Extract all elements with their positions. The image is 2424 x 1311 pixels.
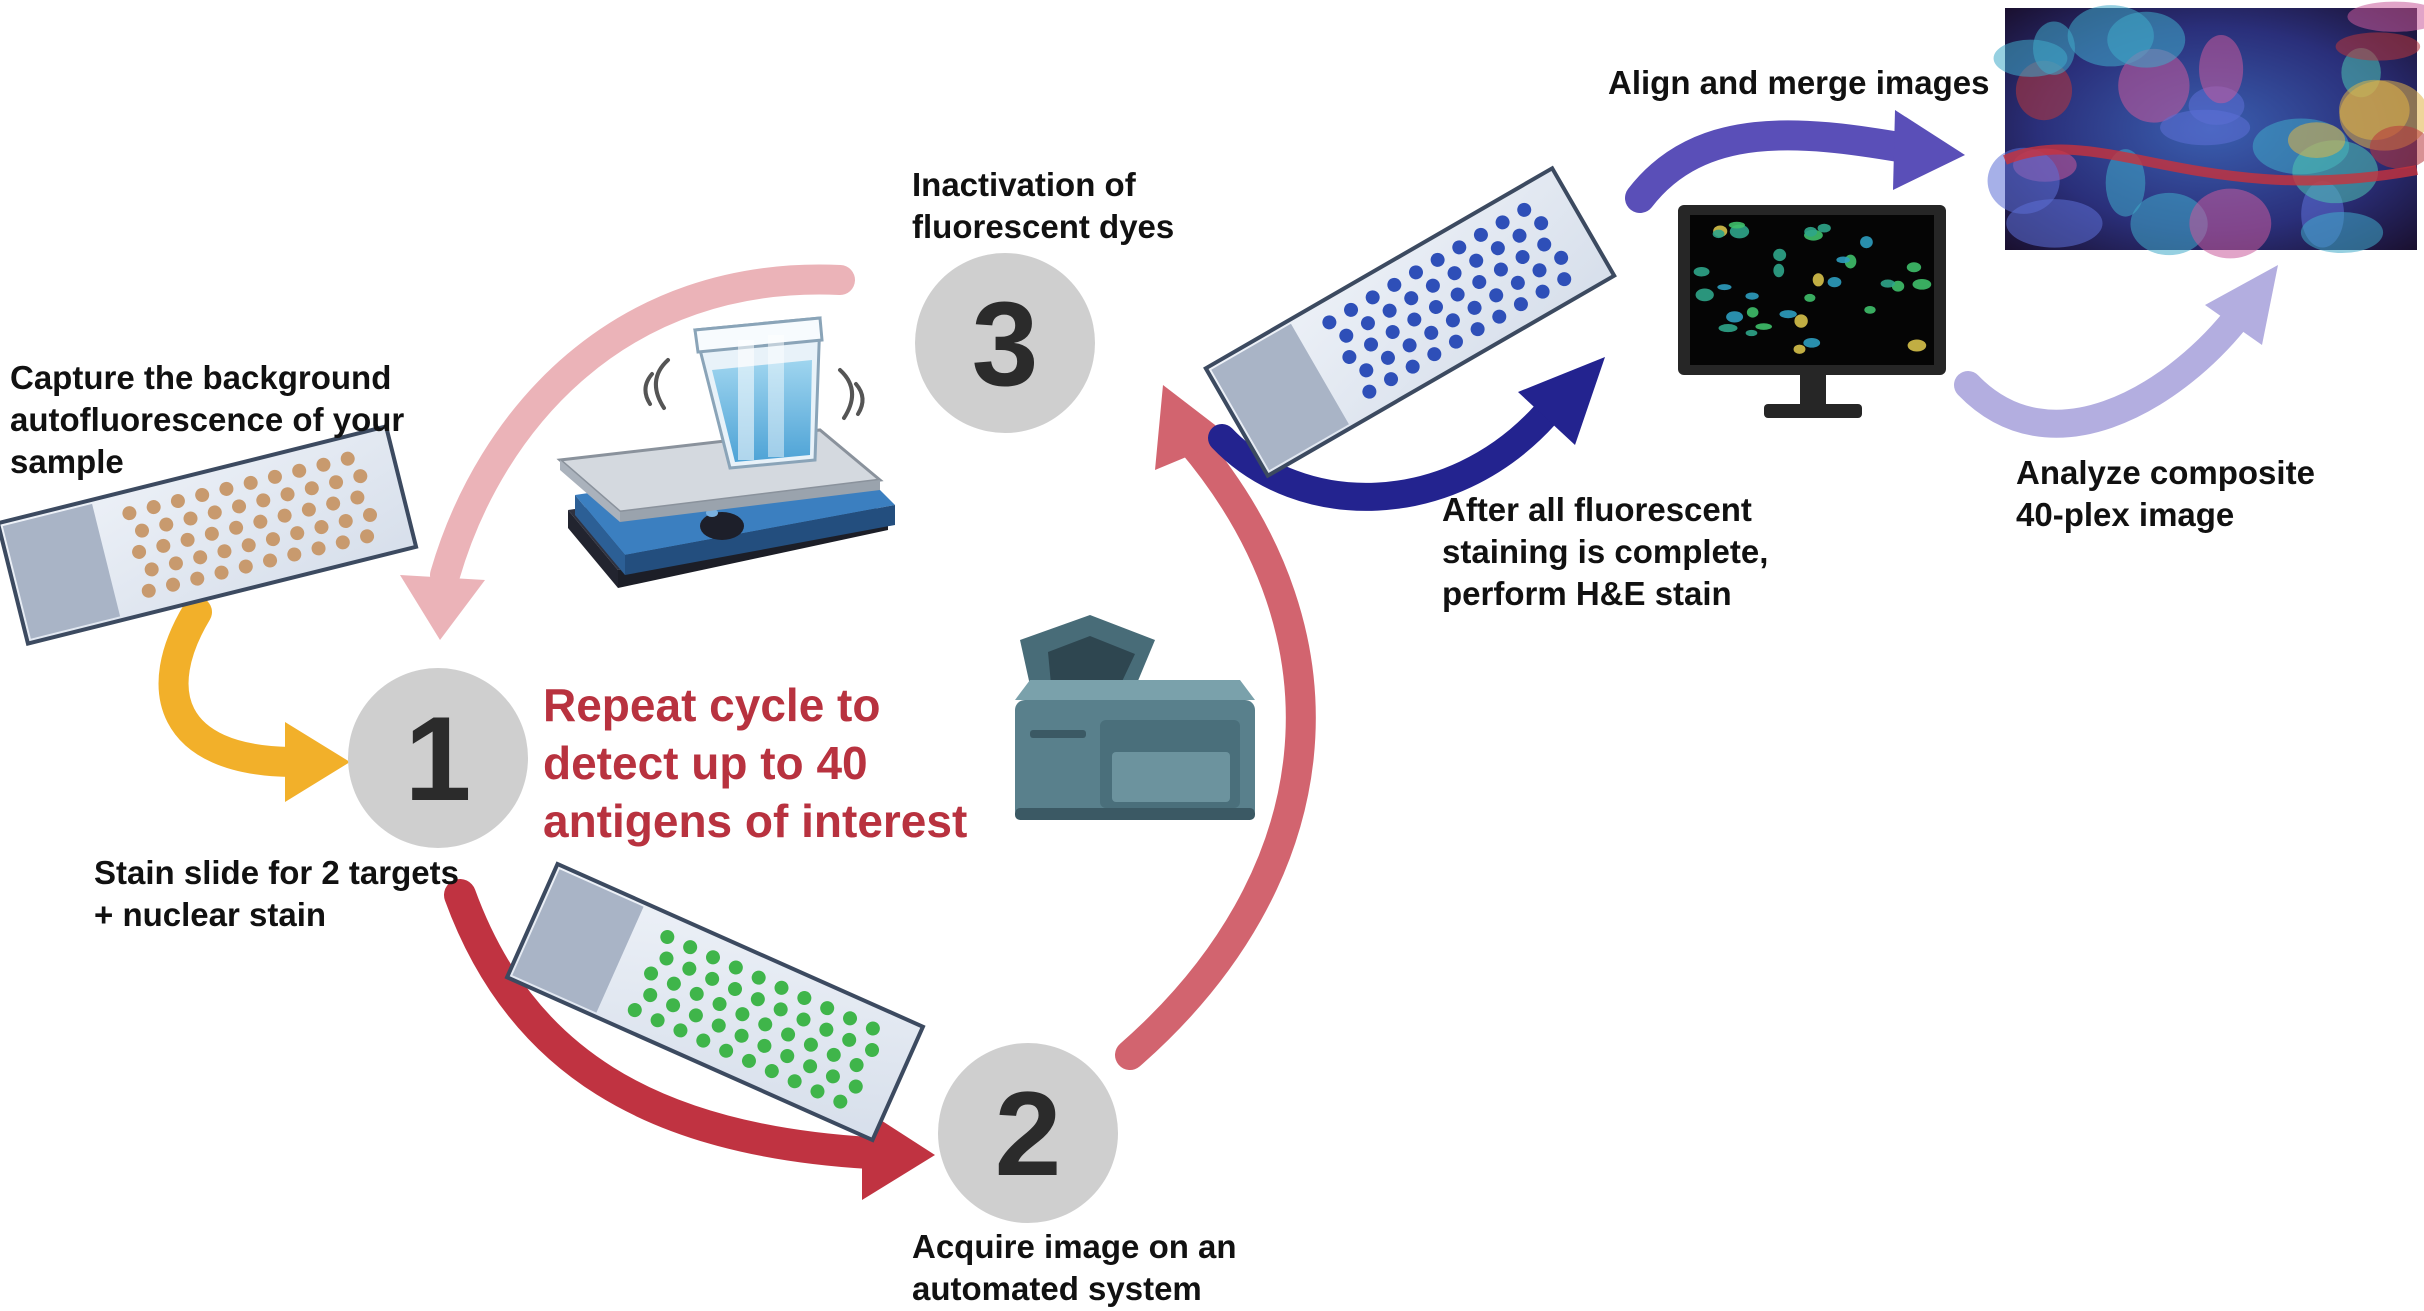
arrow-stain-to-acquire xyxy=(444,879,935,1200)
step-1-number: 1 xyxy=(405,692,472,826)
orbital-shaker-icon xyxy=(556,358,895,588)
glass-slide-icon xyxy=(1203,165,1617,479)
composite-tissue-image xyxy=(1987,1,2424,259)
label-stain-slide: Stain slide for 2 targets + nuclear stai… xyxy=(94,854,459,933)
step-3-number: 3 xyxy=(972,277,1039,411)
label-he-stain: After all fluorescent staining is comple… xyxy=(1442,491,1769,612)
label-analyze-composite: Analyze composite 40-plex image xyxy=(2016,454,2315,533)
glass-slide-icon xyxy=(504,861,926,1143)
label-capture-background: Capture the background autofluorescence … xyxy=(10,359,405,480)
staining-jar-icon xyxy=(693,316,824,470)
stained-target-dots xyxy=(627,929,880,1109)
step-3-marker: 3 xyxy=(915,253,1095,433)
glass-slide-icon xyxy=(0,424,419,646)
step-2-number: 2 xyxy=(995,1067,1062,1201)
arrow-align-merge xyxy=(1625,110,1965,213)
arrow-capture-to-stain xyxy=(158,597,350,802)
autofluorescence-dots xyxy=(122,451,377,598)
label-inactivation: Inactivation of fluorescent dyes xyxy=(912,166,1175,245)
arrow-analyze-composite xyxy=(1954,265,2278,438)
cell-fluorescence-screen xyxy=(1693,221,1932,354)
label-align-merge: Align and merge images xyxy=(1608,64,1990,101)
arrow-acquire-to-inactivate xyxy=(1115,385,1316,1070)
arrow-he-stain-to-monitor xyxy=(1208,357,1605,511)
label-repeat-cycle: Repeat cycle to detect up to 40 antigens… xyxy=(543,679,968,847)
step-2-marker: 2 xyxy=(938,1043,1118,1223)
label-acquire-image: Acquire image on an automated system xyxy=(912,1228,1237,1307)
step-1-marker: 1 xyxy=(348,668,528,848)
he-stain-dots xyxy=(1322,202,1572,399)
imaging-instrument-icon xyxy=(1015,615,1255,820)
monitor-icon xyxy=(1678,205,1946,418)
arrow-inactivate-to-stain xyxy=(400,264,855,640)
